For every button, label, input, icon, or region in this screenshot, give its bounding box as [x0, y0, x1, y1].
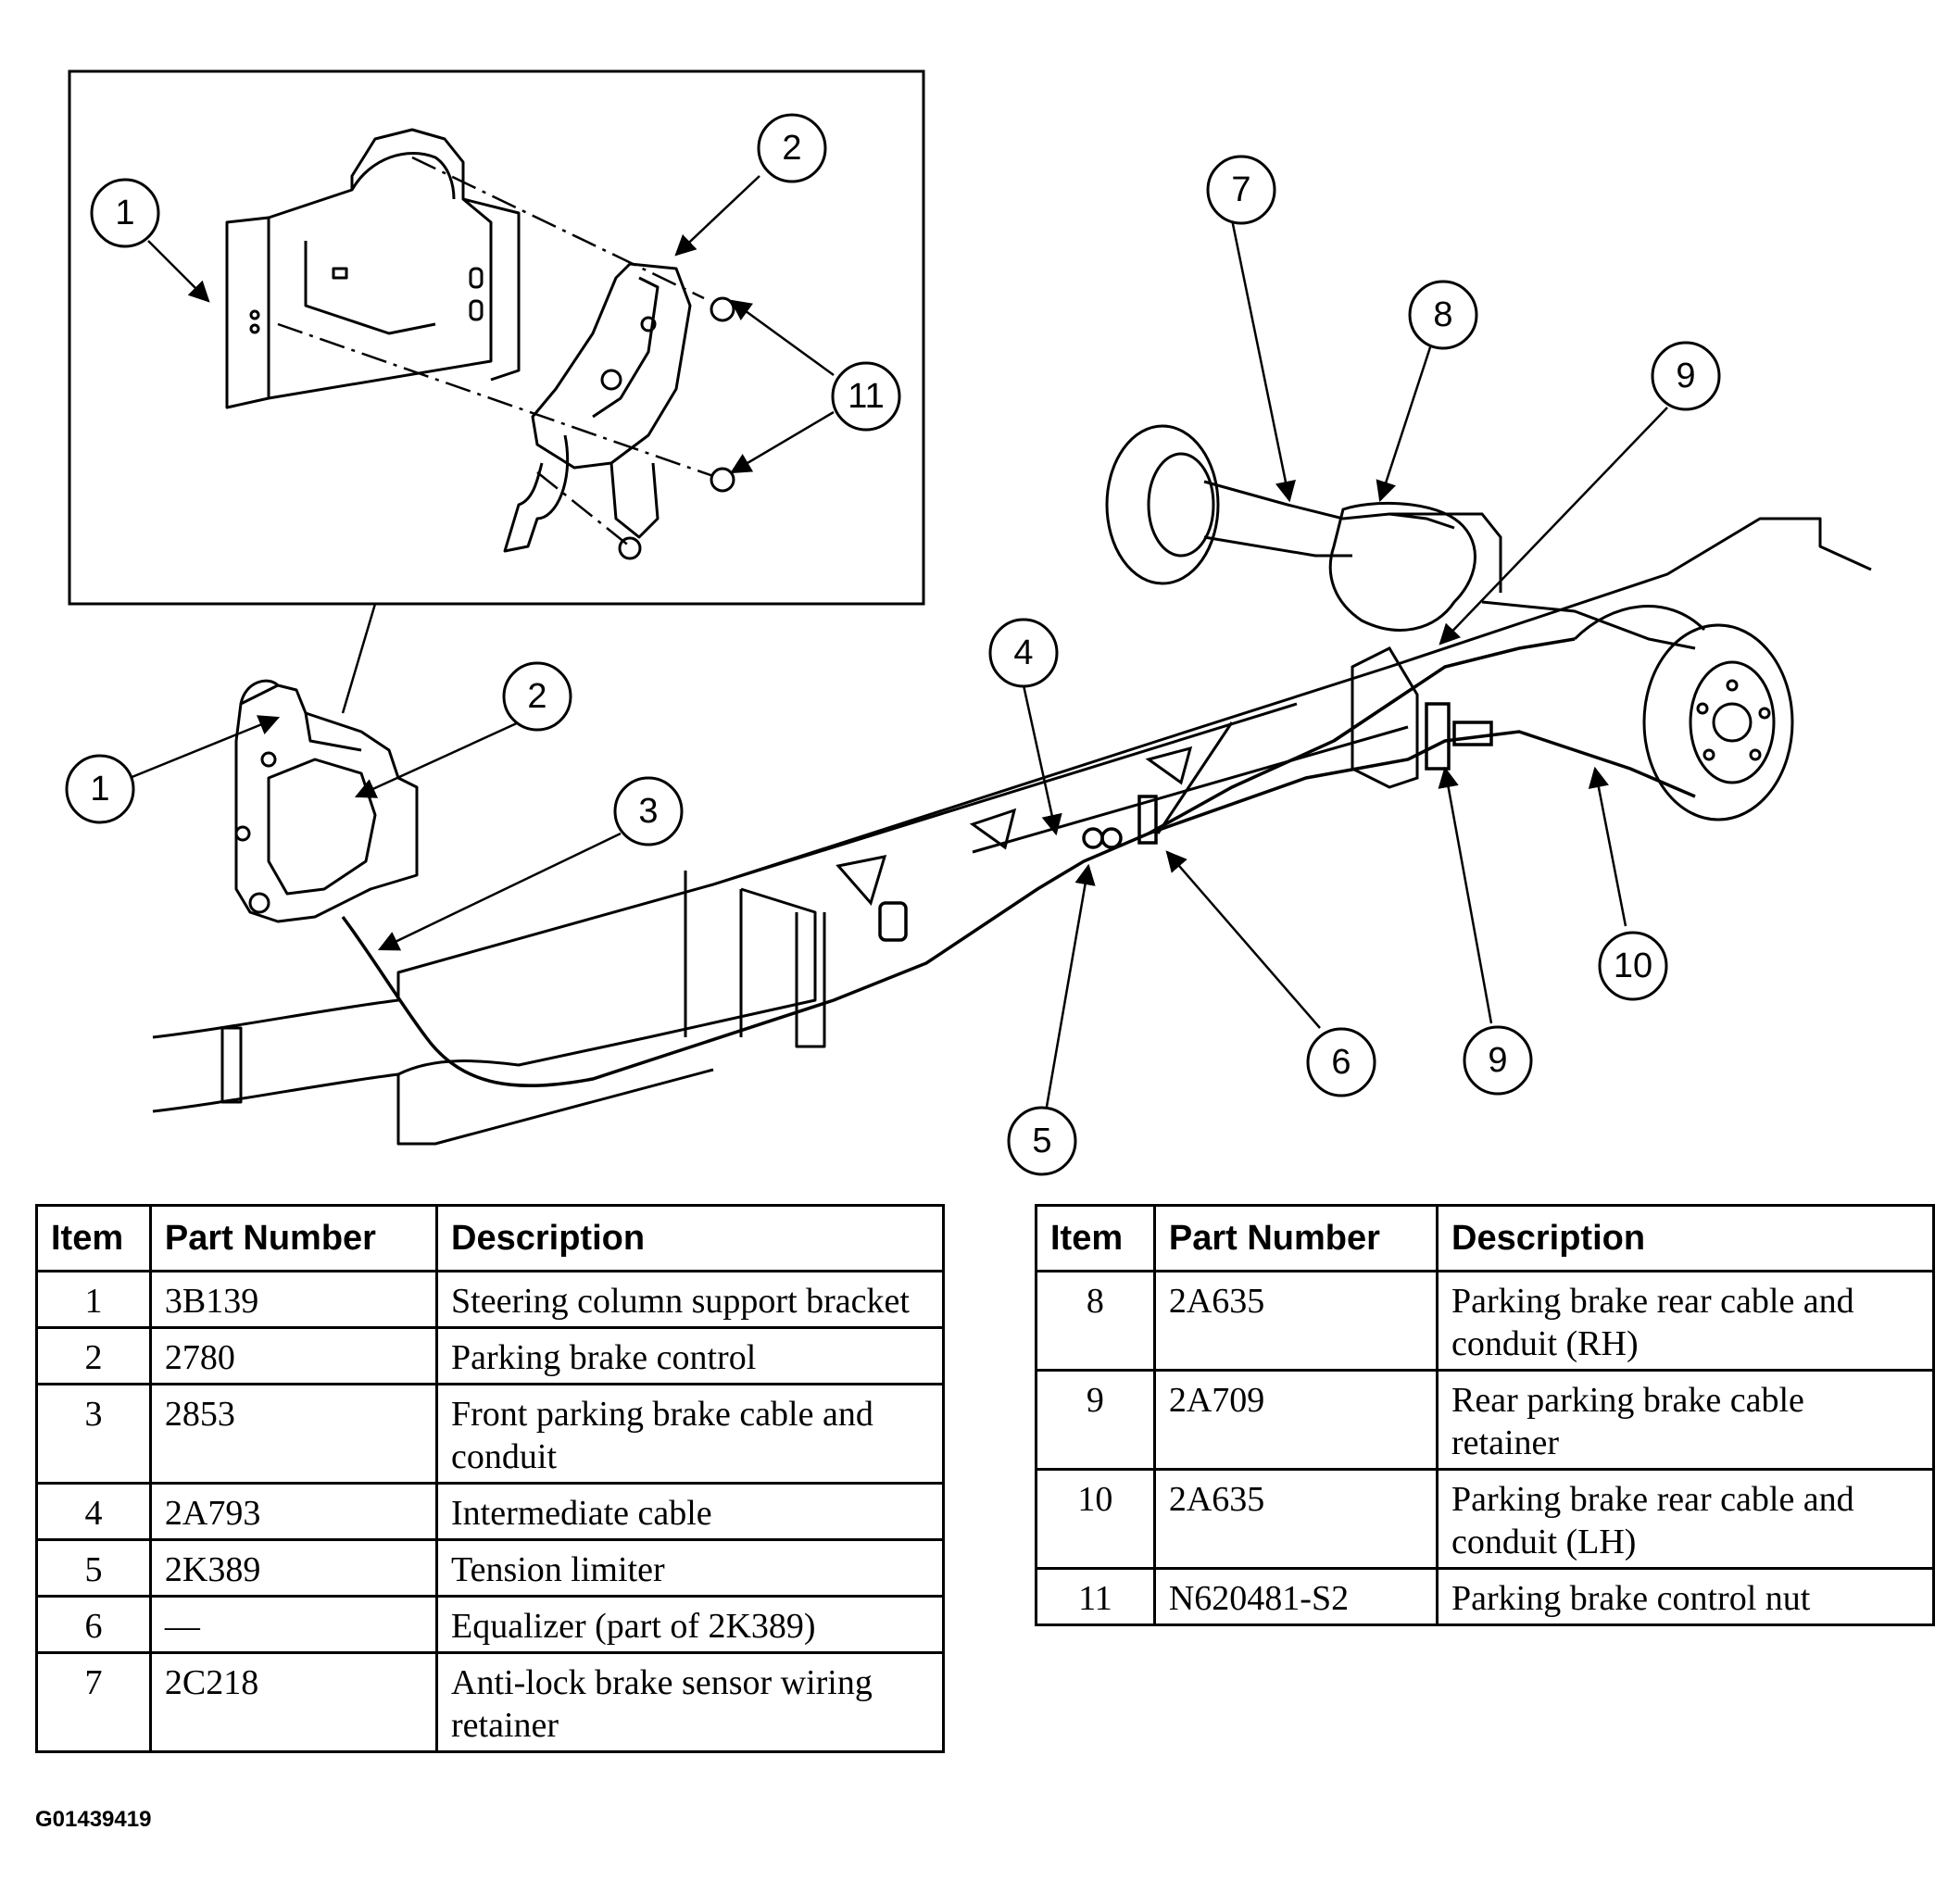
- svg-text:7: 7: [1231, 170, 1250, 209]
- parts-table-left: Item Part Number Description 1 3B139 Ste…: [35, 1204, 945, 1753]
- part-number-cell: 2A793: [148, 1482, 439, 1541]
- column-header-description: Description: [435, 1204, 945, 1272]
- callout-main-9-bottom: 9: [1463, 1025, 1533, 1096]
- inset-alignment-lines: [277, 156, 714, 547]
- callouts: 1 2 11 1 2 3 4 5: [65, 113, 1721, 1176]
- svg-text:6: 6: [1331, 1043, 1351, 1082]
- svg-text:9: 9: [1676, 357, 1695, 395]
- svg-text:3: 3: [638, 792, 658, 831]
- part-number-cell: N620481-S2: [1152, 1567, 1439, 1626]
- table-header-row: Item Part Number Description: [1035, 1204, 1935, 1272]
- callout-main-3: 3: [613, 776, 684, 846]
- callout-main-7: 7: [1206, 155, 1276, 225]
- column-header-item: Item: [35, 1204, 152, 1272]
- description-cell: Parking brake rear cable and conduit (LH…: [1436, 1468, 1935, 1570]
- item-cell: 4: [35, 1482, 152, 1541]
- table-row: 7 2C218 Anti-lock brake sensor wiring re…: [35, 1651, 945, 1753]
- part-number-cell: 2K389: [148, 1538, 439, 1598]
- column-header-item: Item: [1035, 1204, 1156, 1272]
- column-header-description: Description: [1436, 1204, 1935, 1272]
- part-number-cell: 2A709: [1152, 1369, 1439, 1471]
- part-number-cell: 2780: [148, 1326, 439, 1385]
- table-row: 6 — Equalizer (part of 2K389): [35, 1595, 945, 1654]
- table-row: 2 2780 Parking brake control: [35, 1326, 945, 1385]
- table-header-row: Item Part Number Description: [35, 1204, 945, 1272]
- callout-main-2: 2: [502, 661, 572, 732]
- svg-text:10: 10: [1614, 946, 1652, 985]
- description-cell: Parking brake control nut: [1436, 1567, 1935, 1626]
- figure-code: G01439419: [35, 1807, 152, 1832]
- part-number-cell: 3B139: [148, 1270, 439, 1329]
- item-cell: 3: [35, 1383, 152, 1485]
- callout-main-1: 1: [65, 754, 135, 824]
- parts-table-right: Item Part Number Description 8 2A635 Par…: [1035, 1204, 1935, 1626]
- callout-main-8: 8: [1408, 280, 1478, 350]
- table-row: 11 N620481-S2 Parking brake control nut: [1035, 1567, 1935, 1626]
- table-row: 10 2A635 Parking brake rear cable and co…: [1035, 1468, 1935, 1570]
- callout-main-10: 10: [1598, 931, 1668, 1001]
- part-number-cell: —: [148, 1595, 439, 1654]
- table-row: 8 2A635 Parking brake rear cable and con…: [1035, 1270, 1935, 1372]
- rear-axle-assembly: [1105, 424, 1794, 821]
- description-cell: Tension limiter: [435, 1538, 945, 1598]
- part-number-cell: 2C218: [148, 1651, 439, 1753]
- svg-text:4: 4: [1013, 633, 1033, 672]
- item-cell: 10: [1035, 1468, 1156, 1570]
- part-number-cell: 2A635: [1152, 1270, 1439, 1372]
- inset-brake-control: [503, 262, 735, 560]
- svg-text:9: 9: [1488, 1041, 1507, 1080]
- svg-text:11: 11: [848, 377, 884, 416]
- inset-panel: [68, 69, 925, 714]
- callout-main-9-top: 9: [1651, 341, 1721, 411]
- callout-inset-2: 2: [757, 113, 827, 183]
- item-cell: 9: [1035, 1369, 1156, 1471]
- item-cell: 5: [35, 1538, 152, 1598]
- description-cell: Rear parking brake cable retainer: [1436, 1369, 1935, 1471]
- svg-text:2: 2: [782, 129, 801, 168]
- column-header-part-number: Part Number: [148, 1204, 439, 1272]
- part-number-cell: 2A635: [1152, 1468, 1439, 1570]
- table-row: 3 2853 Front parking brake cable and con…: [35, 1383, 945, 1485]
- part-number-cell: 2853: [148, 1383, 439, 1485]
- svg-text:1: 1: [115, 194, 134, 232]
- callout-main-5: 5: [1007, 1106, 1077, 1176]
- item-cell: 6: [35, 1595, 152, 1654]
- svg-text:1: 1: [90, 770, 109, 809]
- callout-main-4: 4: [988, 618, 1059, 688]
- inset-support-bracket: [225, 128, 521, 409]
- table-row: 5 2K389 Tension limiter: [35, 1538, 945, 1598]
- item-cell: 7: [35, 1651, 152, 1753]
- table-row: 9 2A709 Rear parking brake cable retaine…: [1035, 1369, 1935, 1471]
- item-cell: 1: [35, 1270, 152, 1329]
- description-cell: Steering column support bracket: [435, 1270, 945, 1329]
- frame-rail: [152, 517, 1872, 1146]
- main-brake-control-assembly: [234, 679, 419, 923]
- description-cell: Parking brake rear cable and conduit (RH…: [1436, 1270, 1935, 1372]
- description-cell: Front parking brake cable and conduit: [435, 1383, 945, 1485]
- frame-gussets: [836, 746, 1193, 907]
- callout-inset-11: 11: [831, 361, 901, 432]
- description-cell: Anti-lock brake sensor wiring retainer: [435, 1651, 945, 1753]
- callout-inset-1: 1: [90, 178, 160, 248]
- item-cell: 11: [1035, 1567, 1156, 1626]
- callout-main-6: 6: [1306, 1027, 1376, 1097]
- svg-text:2: 2: [527, 677, 547, 716]
- item-cell: 8: [1035, 1270, 1156, 1372]
- item-cell: 2: [35, 1326, 152, 1385]
- description-cell: Intermediate cable: [435, 1482, 945, 1541]
- description-cell: Parking brake control: [435, 1326, 945, 1385]
- leader-lines: [129, 175, 1668, 1108]
- table-row: 1 3B139 Steering column support bracket: [35, 1270, 945, 1329]
- svg-text:5: 5: [1032, 1122, 1051, 1160]
- description-cell: Equalizer (part of 2K389): [435, 1595, 945, 1654]
- column-header-part-number: Part Number: [1152, 1204, 1439, 1272]
- parking-brake-diagram: 1 2 11 1 2 3 4 5: [65, 69, 1872, 1176]
- svg-text:8: 8: [1433, 295, 1452, 334]
- table-row: 4 2A793 Intermediate cable: [35, 1482, 945, 1541]
